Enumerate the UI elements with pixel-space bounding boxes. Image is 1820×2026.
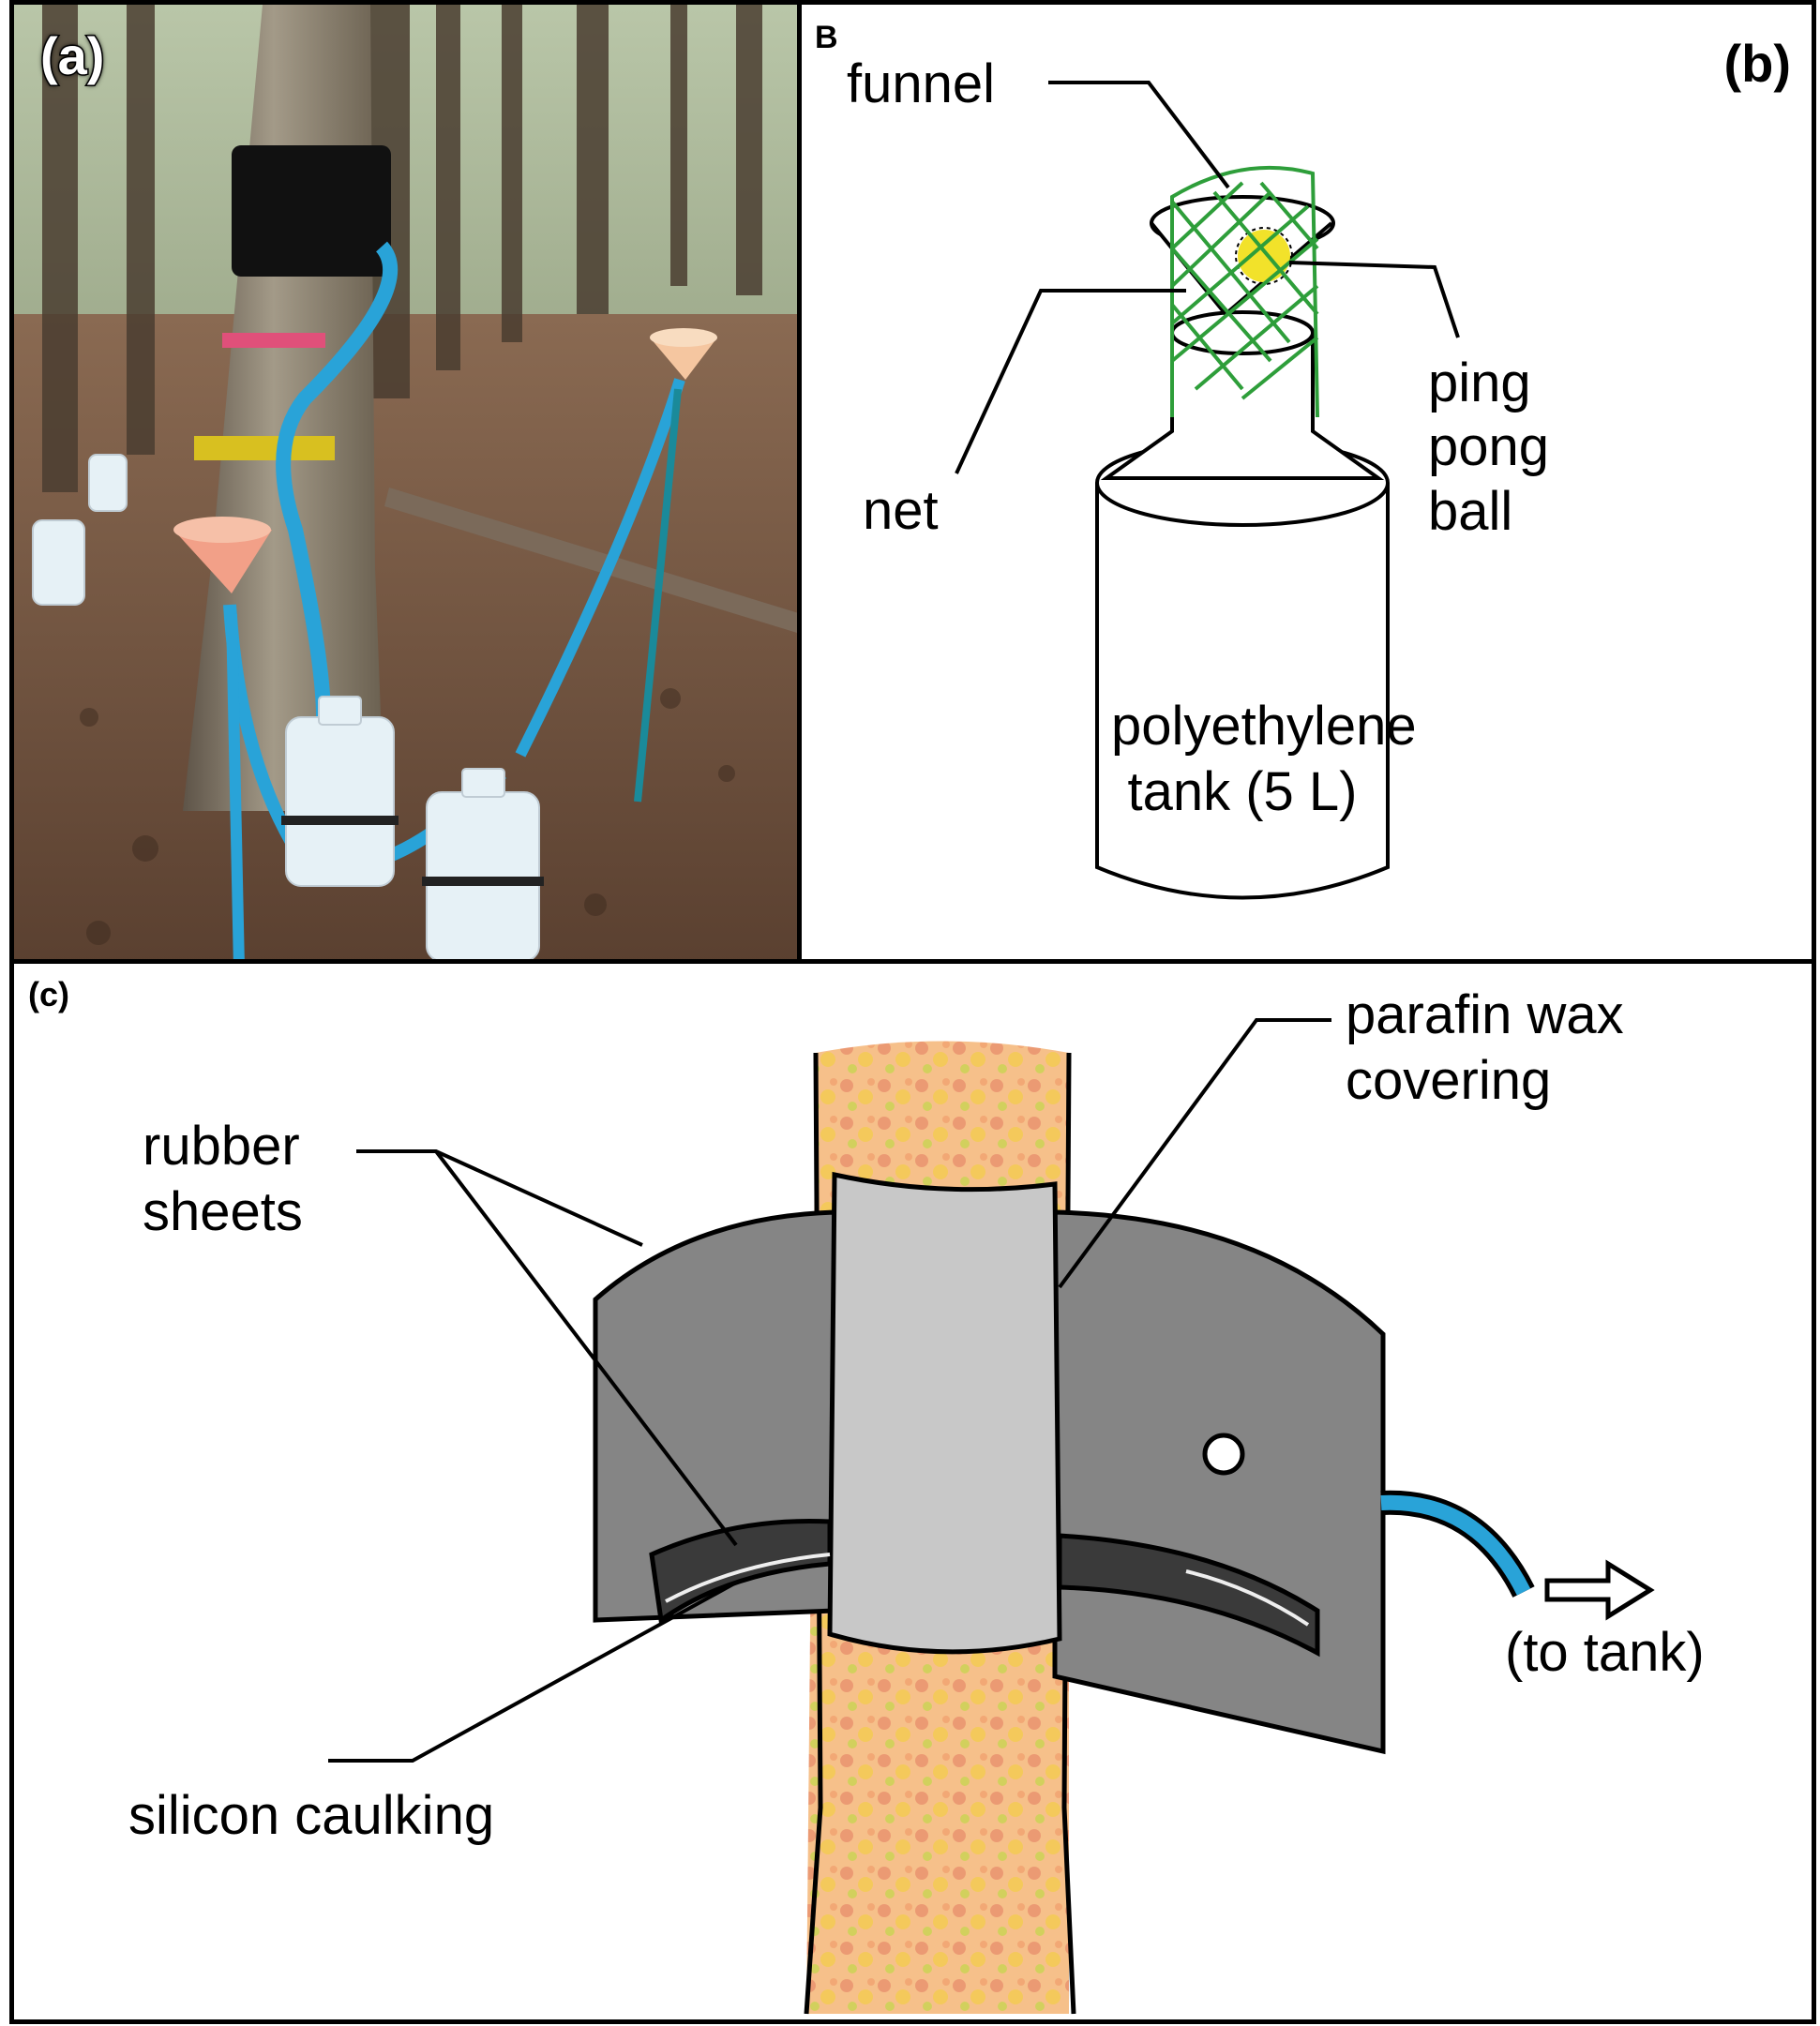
rubber-collar xyxy=(232,145,391,277)
tank-outline xyxy=(1095,310,1390,900)
rubber-sheet-right xyxy=(1052,1209,1386,1755)
panel-c-tag: (c) xyxy=(28,975,69,1013)
funnel-tank-drawing xyxy=(955,81,1460,900)
net-drawing xyxy=(1170,165,1319,418)
panel-a-tag: (a) xyxy=(38,25,105,87)
wax-covering xyxy=(827,1171,1062,1655)
label-tank: polyethylene tank (5 L) xyxy=(1111,696,1417,822)
label-funnel: funnel xyxy=(847,53,996,114)
panel-b-diagram: B (b) funnel net ping pong ball polyethy… xyxy=(797,0,1816,964)
panel-b-tag: (b) xyxy=(1723,34,1791,93)
label-ping-pong-ball: ping pong ball xyxy=(1428,353,1550,542)
collar-drawing xyxy=(328,1018,1655,2015)
leader-lines xyxy=(955,81,1460,474)
label-parafin-wax: parafin wax covering xyxy=(1346,984,1624,1111)
label-to-tank: (to tank) xyxy=(1505,1622,1705,1683)
panel-a-photo: (a) xyxy=(9,0,802,964)
label-silicon-caulking: silicon caulking xyxy=(128,1785,495,1846)
outlet-port xyxy=(1202,1433,1245,1476)
to-tank-arrow xyxy=(1544,1559,1655,1621)
leader-lines-c xyxy=(328,1018,1331,1763)
forest-photo-illustration xyxy=(14,5,797,959)
funnel-right xyxy=(650,338,717,380)
label-net: net xyxy=(863,480,939,541)
label-rubber-sheets: rubber sheets xyxy=(143,1116,303,1242)
panel-c-diagram: (c) parafin wax covering rubber sheets s… xyxy=(9,959,1816,2024)
funnel-left xyxy=(173,530,272,593)
panel-b-corner-letter: B xyxy=(815,20,838,55)
